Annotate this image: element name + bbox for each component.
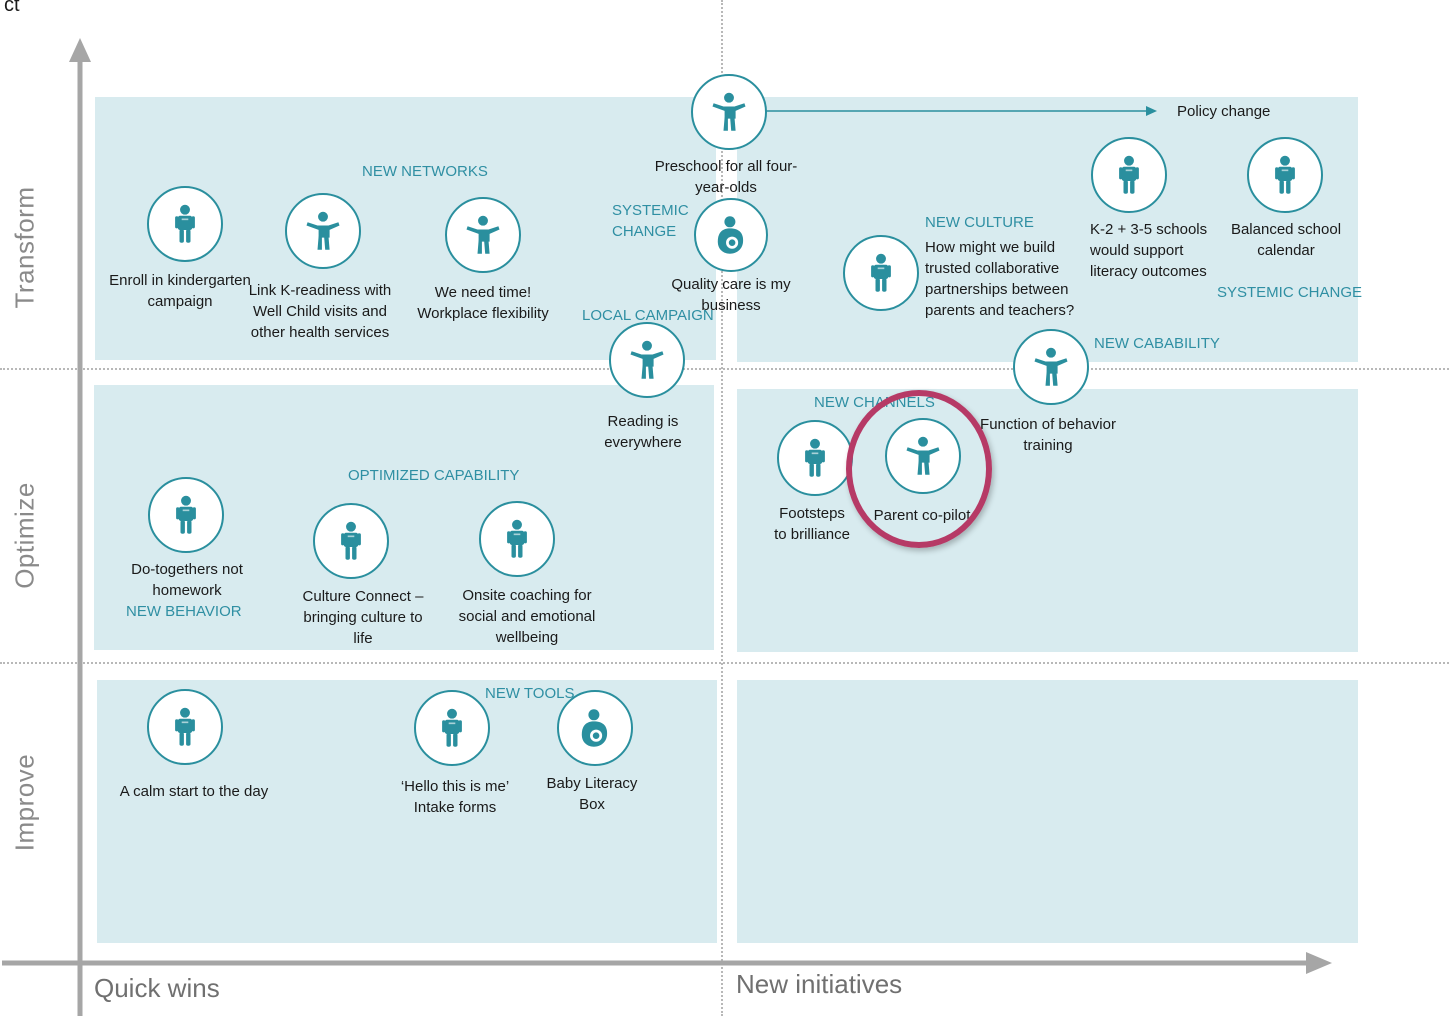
y-axis-label-transform: Transform [9,186,40,309]
tag-new-tools: NEW TOOLS [485,685,575,702]
y-axis-arrowhead [69,38,91,62]
x-axis-arrowhead [1306,952,1332,974]
child-standing-icon [479,501,555,577]
child-arms-out-icon [609,322,685,398]
item-need-time-label: We need time! Workplace flexibility [417,284,549,322]
child-standing-icon [147,186,223,262]
corner-text: ct [4,0,20,16]
child-standing-icon [777,420,853,496]
y-axis-label-improve: Improve [9,753,40,852]
policy-change-arrowhead [1146,106,1157,116]
tag-systemic-change-left: SYSTEMIC CHANGE [612,202,689,240]
item-hello-this-label: ‘Hello this is me’ Intake forms [400,778,510,816]
vertical-divider [721,0,723,1016]
y-axis-label-optimize: Optimize [9,482,40,589]
child-standing-icon [414,690,490,766]
item-preschool-label: Preschool for all four-year-olds [654,158,798,196]
tag-systemic-change-right: SYSTEMIC CHANGE [1217,284,1363,301]
child-standing-icon [1091,137,1167,213]
item-enroll-label: Enroll in kindergarten campaign [109,272,251,310]
child-standing-icon [843,235,919,311]
item-quality-care-label: Quality care is my business [671,276,791,314]
item-calm-start-label: A calm start to the day [119,783,269,800]
panel-improve-new [737,680,1358,943]
item-baby-box-label: Baby Literacy Box [546,775,638,813]
child-standing-icon [1247,137,1323,213]
tag-new-cabability: NEW CABABILITY [1094,335,1220,352]
tag-new-culture: NEW CULTURE [925,214,1034,231]
child-standing-icon [147,689,223,765]
item-onsite-coaching-label: Onsite coaching for social and emotional… [458,587,596,646]
item-k2-schools-label: K-2 + 3-5 schools would support literacy… [1090,221,1208,280]
tag-optimized-capability: OPTIMIZED CAPABILITY [348,467,520,484]
item-how-might-label: How might we build trusted collaborative… [925,239,1075,319]
item-link-k-label: Link K-readiness with Well Child visits … [248,282,392,341]
item-balanced-label: Balanced school calendar [1230,221,1342,259]
panel-transform-new [737,97,1358,362]
x-axis-label-new-initiatives: New initiatives [736,969,903,999]
item-footsteps-label: Footsteps to brilliance [774,505,850,543]
parent-baby-icon [694,198,768,272]
x-axis-label-quick-wins: Quick wins [94,973,220,1003]
parent-baby-icon [557,690,633,766]
divider-transform-optimize [0,368,1449,370]
highlight-ring [846,390,992,548]
child-arms-out-icon [445,197,521,273]
child-arms-out-icon [285,193,361,269]
item-culture-connect-label: Culture Connect – bringing culture to li… [302,588,424,647]
item-do-togethers-label: Do-togethers not homework [131,561,243,599]
tag-local-campaign: LOCAL CAMPAIGN [582,307,714,324]
policy-change-label: Policy change [1177,103,1271,120]
item-behavior-training-label: Function of behavior training [980,416,1116,454]
child-standing-icon [313,503,389,579]
child-arms-out-icon [691,74,767,150]
item-reading-label: Reading is everywhere [604,413,682,451]
child-arms-out-icon [1013,329,1089,405]
divider-optimize-improve [0,662,1449,664]
child-standing-icon [148,477,224,553]
tag-new-networks: NEW NETWORKS [362,163,488,180]
tag-new-behavior: NEW BEHAVIOR [126,603,242,620]
